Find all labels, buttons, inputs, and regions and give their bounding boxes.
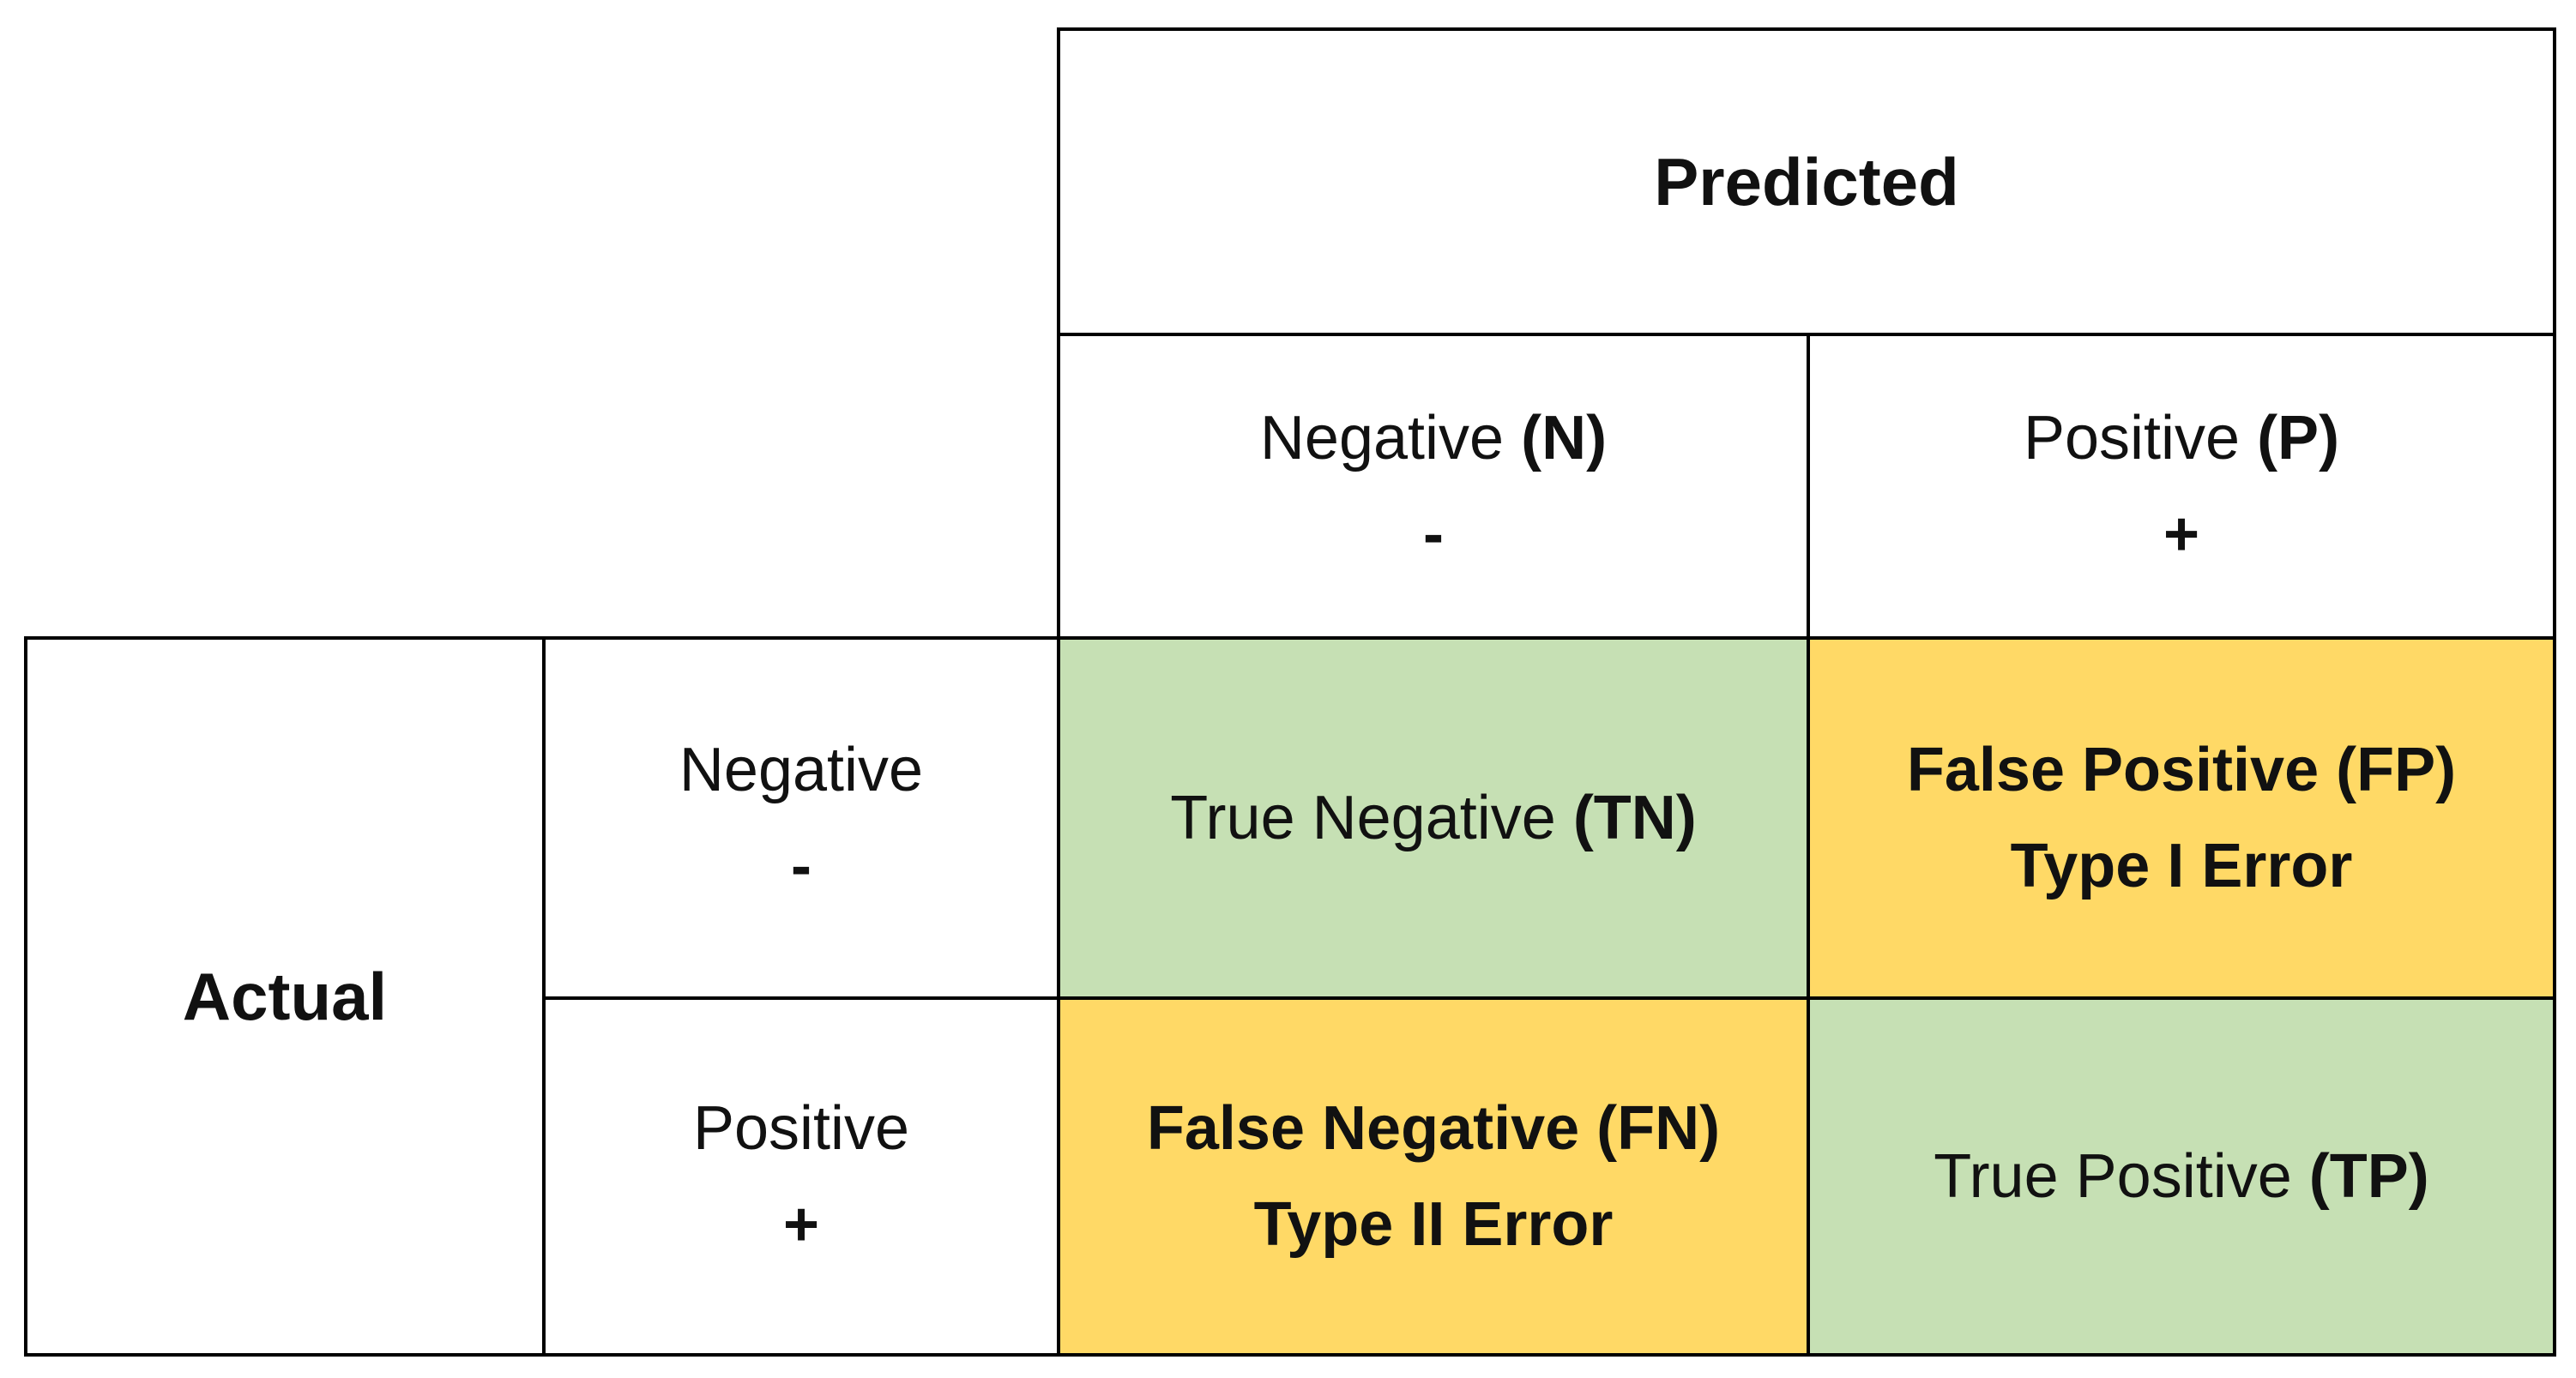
actual-positive-label: Positive bbox=[692, 1094, 910, 1163]
actual-negative-label: Negative bbox=[679, 736, 924, 804]
predicted-positive-abbr: (P) bbox=[2257, 404, 2340, 472]
type-i-error-label: Type I Error bbox=[2010, 832, 2353, 900]
predicted-positive-label: Positive bbox=[2023, 404, 2241, 472]
predicted-negative-sign: - bbox=[1423, 500, 1444, 569]
actual-negative-sign: - bbox=[791, 832, 811, 900]
false-positive-cell: False Positive (FP) Type I Error bbox=[1807, 636, 2556, 1000]
false-negative-label: False Negative (FN) bbox=[1146, 1094, 1721, 1163]
actual-positive-header: Positive + bbox=[542, 996, 1060, 1357]
false-negative-cell: False Negative (FN) Type II Error bbox=[1057, 996, 1810, 1357]
true-negative-cell: True Negative (TN) bbox=[1057, 636, 1810, 1000]
true-positive-text: True Positive (TP) bbox=[1934, 1128, 2428, 1225]
false-positive-label: False Positive (FP) bbox=[1906, 736, 2457, 804]
predicted-label: Predicted bbox=[1654, 144, 1959, 220]
type-ii-error-label: Type II Error bbox=[1253, 1190, 1614, 1259]
predicted-negative-label: Negative bbox=[1259, 404, 1505, 472]
actual-positive-sign: + bbox=[782, 1190, 820, 1259]
true-negative-text: True Negative (TN) bbox=[1170, 770, 1697, 866]
actual-header: Actual bbox=[24, 636, 546, 1357]
true-positive-label: True Positive bbox=[1934, 1142, 2292, 1211]
predicted-negative-header: Negative (N) - bbox=[1057, 333, 1810, 640]
true-positive-cell: True Positive (TP) bbox=[1807, 996, 2556, 1357]
predicted-negative-abbr: (N) bbox=[1521, 404, 1608, 472]
true-negative-abbr: (TN) bbox=[1572, 784, 1697, 852]
predicted-header: Predicted bbox=[1057, 27, 2556, 336]
predicted-positive-header: Positive (P) + bbox=[1807, 333, 2556, 640]
actual-label: Actual bbox=[182, 959, 388, 1034]
predicted-positive-text: Positive (P) bbox=[2024, 390, 2339, 486]
predicted-positive-sign: + bbox=[2163, 500, 2200, 569]
actual-negative-header: Negative - bbox=[542, 636, 1060, 1000]
predicted-negative-text: Negative (N) bbox=[1260, 390, 1607, 486]
true-negative-label: True Negative bbox=[1170, 784, 1556, 852]
true-positive-abbr: (TP) bbox=[2308, 1142, 2429, 1211]
